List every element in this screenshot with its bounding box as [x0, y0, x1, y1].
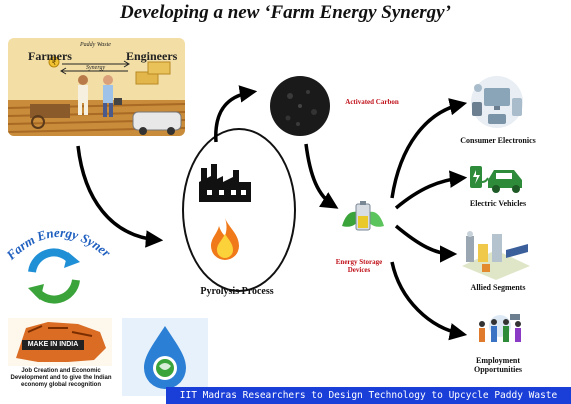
page-title: Developing a new ‘Farm Energy Synergy’ — [120, 2, 451, 23]
svg-text:₹: ₹ — [52, 59, 57, 67]
consumer-electronics-icon — [466, 72, 528, 130]
battery-leaf-icon — [338, 196, 388, 242]
fire-icon — [207, 216, 243, 262]
arrow-pyrolysis-to-carbon — [214, 85, 258, 143]
caption-line-2: Development and to give the Indian — [10, 375, 112, 381]
arrow-storage-to-allied — [394, 224, 458, 263]
allied-segments-label: Allied Segments — [470, 283, 526, 292]
electric-vehicle-icon — [466, 160, 526, 194]
employment-icon — [470, 310, 530, 350]
farmers-label: Farmers — [28, 49, 72, 63]
pyrolysis-process-node — [182, 128, 296, 292]
arrow-carbon-to-storage — [304, 143, 339, 209]
arrow-farm-to-pyrolysis — [76, 145, 164, 248]
energy-storage-line-2: Devices — [347, 266, 371, 274]
activated-carbon-icon — [268, 74, 332, 138]
activated-carbon-label: Activated Carbon — [345, 98, 399, 106]
farm-scene: ₹ — [8, 56, 185, 136]
energy-storage-label: Energy Storage Devices — [314, 258, 404, 274]
electric-vehicles-label: Electric Vehicles — [469, 199, 527, 208]
water-drop-logo — [122, 318, 208, 396]
consumer-electronics-label: Consumer Electronics — [460, 136, 536, 145]
farmers-engineers-illustration: ₹ Farmers Engineers Paddy Waste Synergy — [8, 38, 185, 136]
employment-line-2: Opportunities — [473, 365, 522, 374]
allied-segments-icon — [458, 226, 534, 280]
make-in-india-logo: MAKE IN INDIA — [8, 318, 112, 366]
lion-icon — [16, 322, 106, 362]
pyrolysis-label: Pyrolysis Process — [200, 286, 274, 297]
synergy-label: Synergy — [86, 65, 106, 71]
arrow-storage-to-employment — [390, 261, 468, 341]
energy-storage-line-1: Energy Storage — [335, 258, 383, 266]
news-banner: IIT Madras Researchers to Design Technol… — [166, 387, 571, 404]
water-drop-icon — [144, 326, 186, 389]
make-in-india-caption: Job Creation and Economic Development an… — [2, 368, 120, 389]
caption-line-1: Job Creation and Economic — [21, 368, 101, 374]
engineers-label: Engineers — [126, 49, 178, 63]
arrow-storage-to-electronics — [390, 98, 468, 199]
caption-line-3: economy global recognition — [20, 382, 101, 388]
arrow-storage-to-ev — [394, 170, 468, 210]
make-in-india-text: MAKE IN INDIA — [27, 341, 79, 348]
paddy-waste-label: Paddy Waste — [80, 42, 111, 48]
factory-icon — [197, 160, 253, 204]
employment-line-1: Employment — [476, 356, 520, 365]
employment-label: Employment Opportunities — [448, 356, 548, 374]
